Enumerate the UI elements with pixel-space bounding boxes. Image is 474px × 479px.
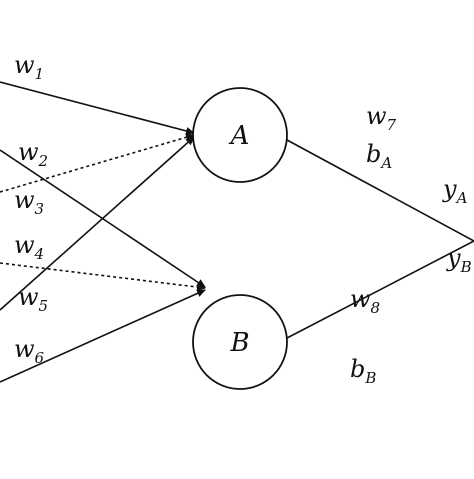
node-b-label: B: [229, 328, 249, 358]
output-connections: [286, 139, 474, 339]
node-b: B: [192, 294, 288, 390]
label-w5: w5: [18, 283, 48, 315]
label-bias-b: bB: [350, 355, 376, 387]
label-w4: w4: [14, 231, 44, 263]
edge-w7: [286, 139, 474, 242]
label-bias-a: bA: [366, 140, 392, 172]
node-a-label: A: [229, 121, 250, 151]
label-output-a: yA: [442, 175, 468, 207]
edge-w1: [0, 81, 195, 135]
label-output-b: yB: [446, 244, 472, 276]
input-connections: [0, 81, 206, 383]
edge-w6: [0, 289, 206, 383]
node-a: A: [192, 87, 288, 183]
edge-w5: [0, 136, 195, 311]
edge-w3: [0, 133, 195, 193]
label-w7: w7: [366, 102, 397, 134]
label-w8: w8: [350, 285, 380, 317]
label-w1: w1: [14, 51, 44, 83]
edge-w8: [286, 240, 474, 339]
label-w6: w6: [14, 335, 45, 367]
edge-w4: [0, 262, 206, 292]
label-w2: w2: [18, 138, 48, 170]
label-w3: w3: [14, 186, 44, 218]
